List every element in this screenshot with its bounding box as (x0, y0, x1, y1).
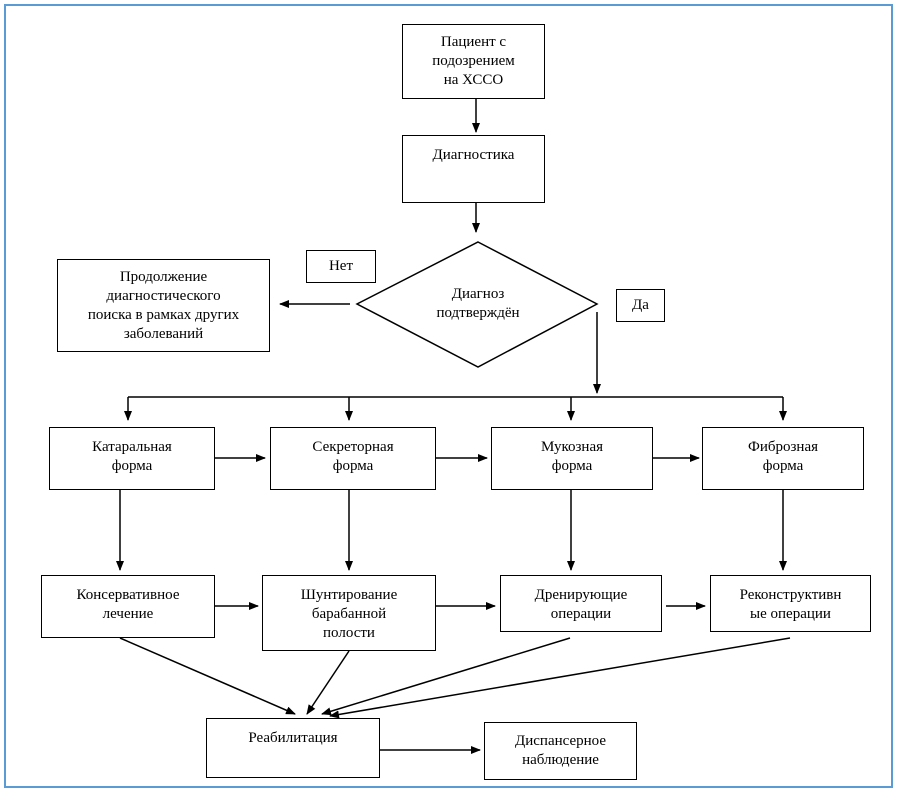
catarrhal-form-node: Катаральная форма (49, 427, 215, 490)
continue-search-node: Продолжение диагностического поиска в ра… (57, 259, 270, 352)
arrow-shunting-rehab (306, 650, 350, 715)
shunting-node: Шунтирование барабанной полости (262, 575, 436, 651)
yes-label-box: Да (616, 289, 665, 322)
conservative-treatment-node: Консервативное лечение (41, 575, 215, 638)
diagram-frame (4, 4, 893, 788)
no-label-box: Нет (306, 250, 376, 283)
mucous-form-node: Мукозная форма (491, 427, 653, 490)
diagnostics-node: Диагностика (402, 135, 545, 203)
patient-node: Пациент с подозрением на ХССО (402, 24, 545, 99)
decision-label: Диагноз подтверждён (436, 286, 520, 321)
decision-diamond (355, 241, 599, 368)
arrow-conservative-rehab (119, 637, 296, 715)
arrow-reconstructive-rehab (329, 637, 791, 719)
secretory-form-node: Секреторная форма (270, 427, 436, 490)
follow-up-node: Диспансерное наблюдение (484, 722, 637, 780)
arrow-drainage-rehab (321, 637, 571, 716)
rehabilitation-node: Реабилитация (206, 718, 380, 778)
drainage-operations-node: Дренирующие операции (500, 575, 662, 632)
fibrous-form-node: Фиброзная форма (702, 427, 864, 490)
reconstructive-operations-node: Реконструктивн ые операции (710, 575, 871, 632)
